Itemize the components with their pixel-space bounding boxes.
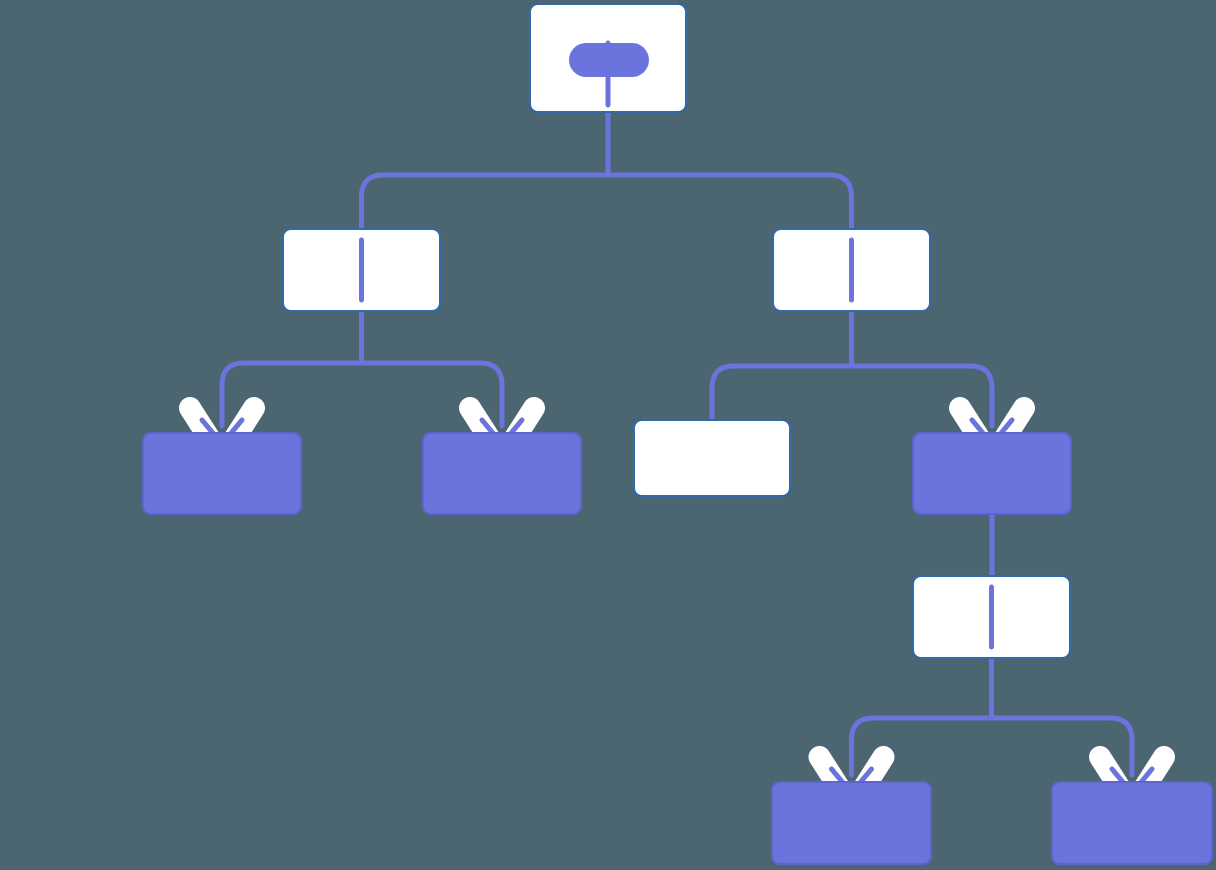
level1-left-node[interactable] [282,228,441,312]
level2-node-d[interactable] [912,432,1072,515]
edge-level1-right-branch-1 [709,363,854,422]
edge-level3-branch-2 [989,715,1135,778]
edge-level3-branch-1 [849,715,994,778]
root-node-pill-badge [569,43,649,77]
level1-right-node[interactable] [772,228,931,312]
edge-level1-left-branch-2 [359,360,505,429]
level4-right-node[interactable] [1051,781,1213,865]
edge-level1-left-branch-1 [219,360,364,429]
root-node[interactable] [529,3,687,113]
edge-root-branch-2 [605,172,854,231]
level4-left-node[interactable] [771,781,932,865]
edge-level1-right-branch-2 [849,363,995,429]
level2-node-c[interactable] [633,419,791,497]
edge-root-branch-1 [359,172,611,231]
level3-node[interactable] [912,575,1071,659]
level2-node-b[interactable] [422,432,582,515]
level2-node-a[interactable] [142,432,302,515]
